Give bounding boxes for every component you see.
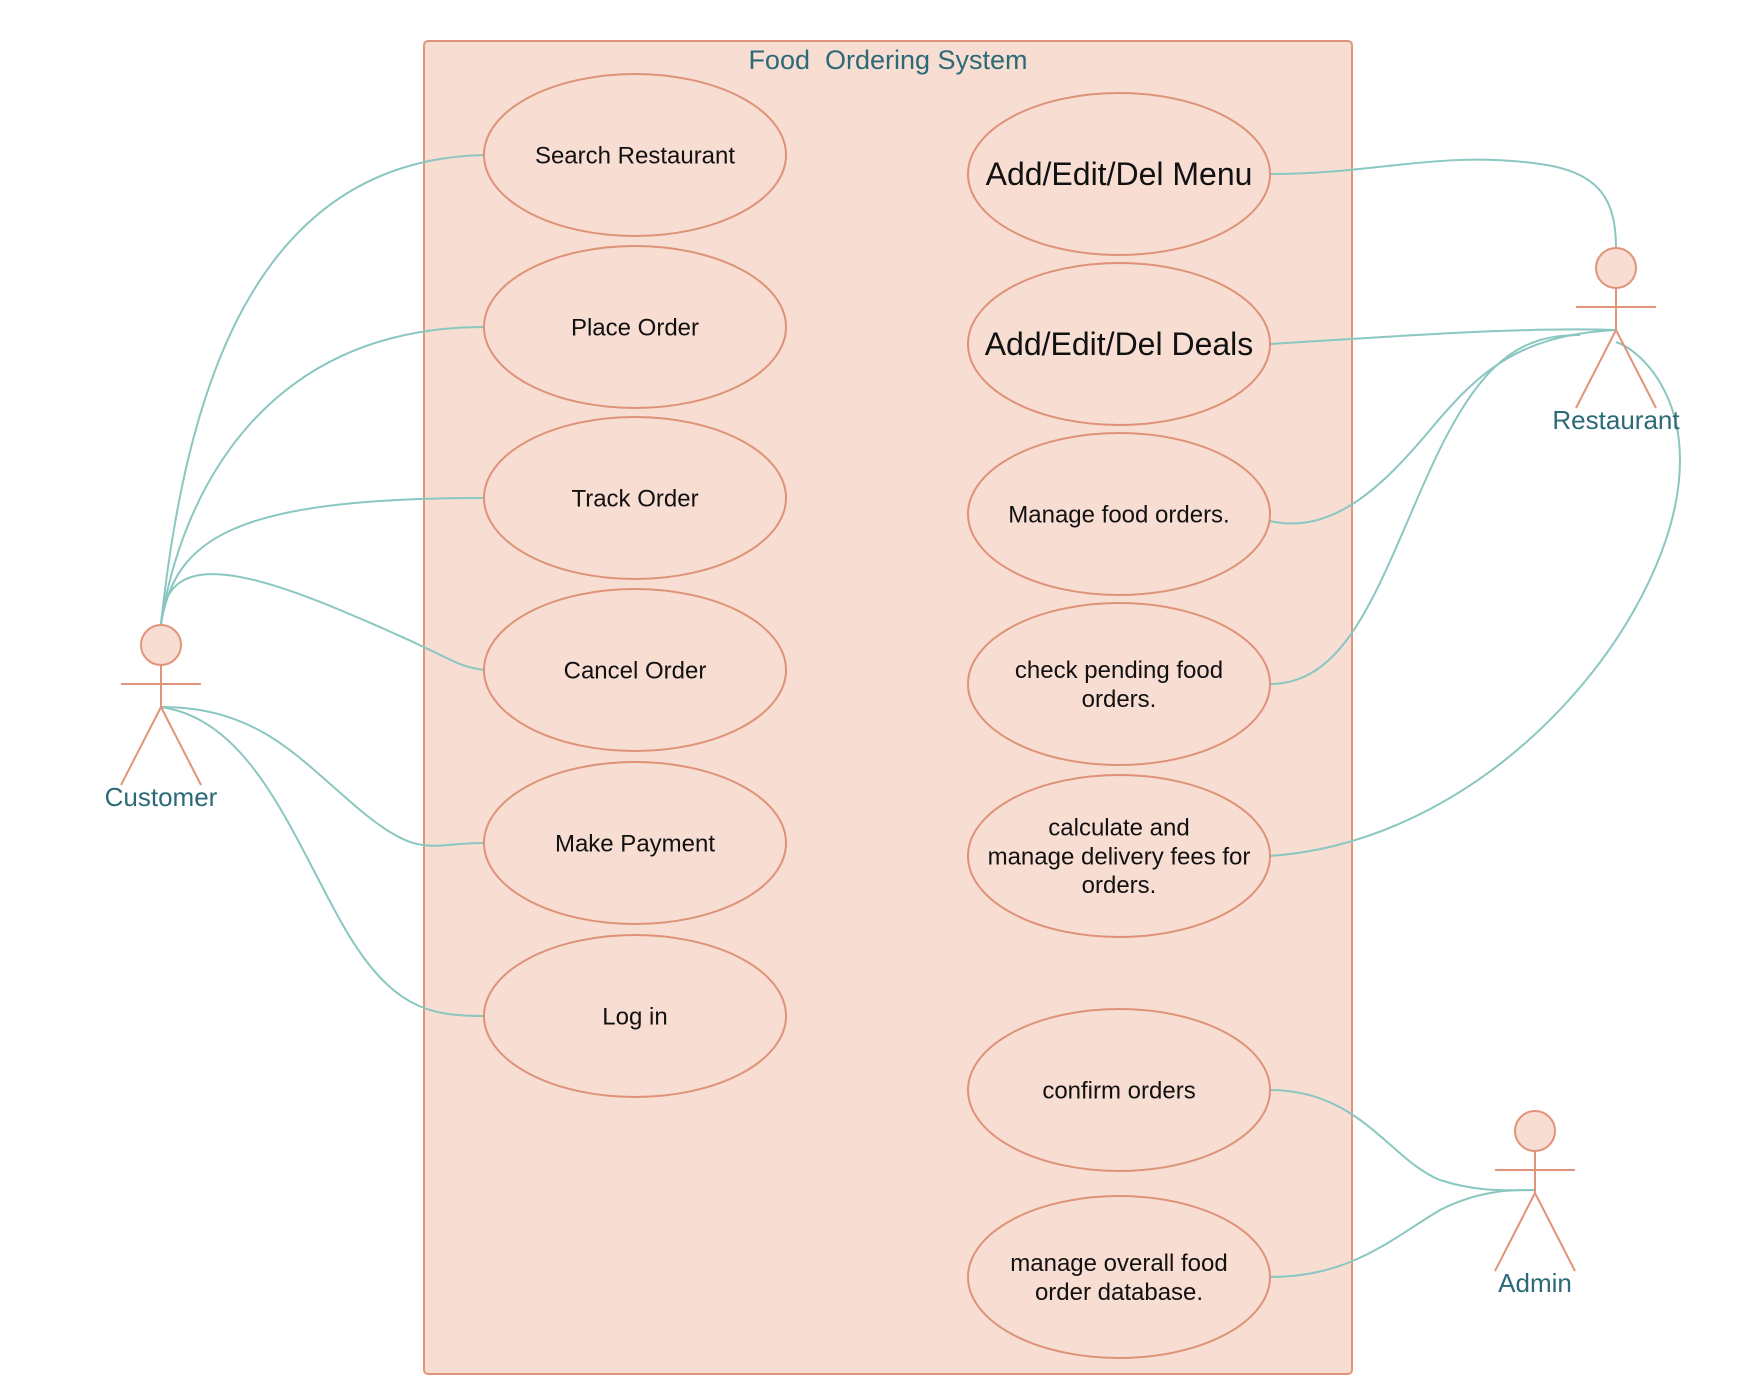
use-case-log-in: Log in: [483, 934, 787, 1098]
use-case-ellipse: [483, 73, 787, 237]
use-case-ellipse: [967, 774, 1271, 938]
use-case-label: Place Order: [571, 314, 699, 341]
use-case-label: Track Order: [571, 485, 698, 512]
use-case-label: Cancel Order: [564, 657, 707, 684]
actor-label: Admin: [1498, 1268, 1572, 1298]
actor-admin: Admin: [1494, 1110, 1576, 1298]
use-case-ellipse: [967, 1195, 1271, 1359]
use-case-label: manage overall food: [1010, 1250, 1227, 1277]
association-restaurant-check-pending: [1269, 334, 1581, 685]
use-case-edit-deals: Add/Edit/Del Deals: [967, 262, 1271, 426]
actor-head: [1595, 247, 1637, 289]
actor-head: [140, 624, 182, 666]
use-case-label: Log in: [602, 1003, 667, 1030]
use-case-label: orders.: [1082, 686, 1157, 713]
use-case-label: Add/Edit/Del Menu: [986, 156, 1253, 192]
use-case-ellipse: [483, 934, 787, 1098]
use-case-label: check pending food: [1015, 657, 1223, 684]
actor-left-leg: [120, 706, 162, 786]
use-case-make-payment: Make Payment: [483, 761, 787, 925]
use-case-confirm-orders: confirm orders: [967, 1008, 1271, 1172]
association-restaurant-edit-menu: [1269, 158, 1617, 249]
use-case-ellipse: [483, 245, 787, 409]
association-customer-make-payment: [160, 706, 485, 847]
actor-label: Customer: [105, 782, 218, 812]
use-case-ellipse: [967, 1008, 1271, 1172]
use-case-label: manage delivery fees for: [988, 843, 1251, 870]
system-title: Food Ordering System: [748, 45, 1027, 75]
actor-customer: Customer: [105, 624, 218, 812]
use-case-ellipse: [967, 432, 1271, 596]
actor-restaurant: Restaurant: [1552, 247, 1680, 435]
use-case-track-order: Track Order: [483, 416, 787, 580]
use-case-label: confirm orders: [1042, 1077, 1195, 1104]
use-case-label: order database.: [1035, 1279, 1203, 1306]
association-restaurant-edit-deals: [1269, 328, 1617, 345]
associations-group: [160, 154, 1682, 1278]
use-case-place-order: Place Order: [483, 245, 787, 409]
actor-right-leg: [160, 706, 202, 786]
use-case-label: orders.: [1082, 872, 1157, 899]
use-case-search-restaurant: Search Restaurant: [483, 73, 787, 237]
association-admin-manage-database: [1269, 1189, 1536, 1278]
association-restaurant-manage-food-orders: [1269, 329, 1617, 525]
association-customer-cancel-order: [160, 573, 485, 671]
actor-left-leg: [1575, 329, 1617, 409]
use-case-ellipse: [967, 602, 1271, 766]
use-case-cancel-order: Cancel Order: [483, 588, 787, 752]
actor-head: [1514, 1110, 1556, 1152]
actor-right-leg: [1534, 1192, 1576, 1272]
use-case-ellipse: [483, 588, 787, 752]
actor-right-leg: [1615, 329, 1657, 409]
association-customer-log-in: [160, 706, 485, 1017]
use-case-edit-menu: Add/Edit/Del Menu: [967, 92, 1271, 256]
use-case-label: Search Restaurant: [535, 142, 735, 169]
use-case-ellipse: [967, 262, 1271, 426]
use-case-ellipse: [967, 92, 1271, 256]
use-case-label: Add/Edit/Del Deals: [985, 326, 1254, 362]
use-case-label: Manage food orders.: [1008, 501, 1229, 528]
use-case-ellipse: [483, 761, 787, 925]
association-customer-place-order: [160, 326, 485, 625]
actor-left-leg: [1494, 1192, 1536, 1272]
use-case-label: calculate and: [1048, 815, 1189, 842]
association-customer-search-restaurant: [160, 154, 485, 625]
use-case-label: Make Payment: [555, 830, 715, 857]
use-case-manage-food-orders: Manage food orders.: [967, 432, 1271, 596]
use-case-ellipse: [483, 416, 787, 580]
association-restaurant-delivery-fees: [1269, 341, 1682, 857]
actor-label: Restaurant: [1552, 405, 1680, 435]
